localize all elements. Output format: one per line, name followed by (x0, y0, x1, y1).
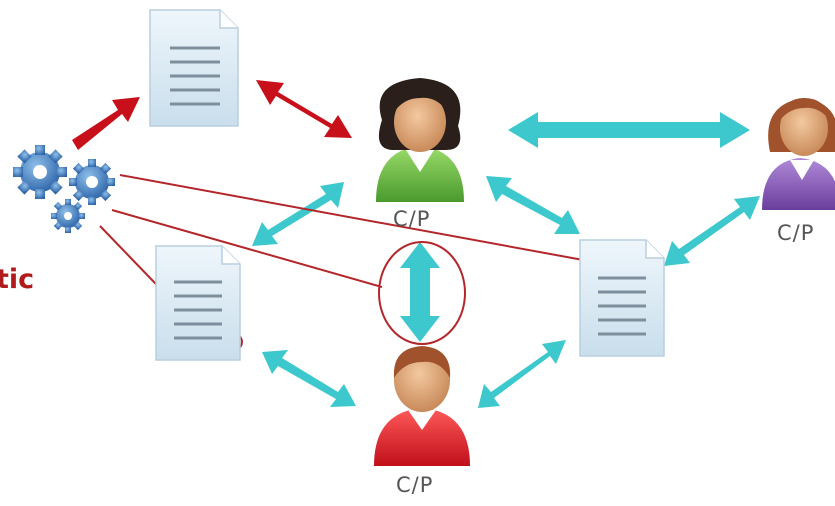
gears-icon (13, 145, 115, 233)
document-icon-left (155, 245, 241, 361)
red-arrow-doc-to-person (256, 80, 352, 138)
cp-label-top: C/P (393, 207, 431, 231)
cp-label-right: C/P (777, 221, 815, 245)
cp-label-bottom: C/P (396, 473, 434, 497)
cyan-arrow-rightdoc-to-purple (664, 196, 760, 266)
cyan-arrow-leftdoc-to-red (262, 350, 356, 407)
cyan-arrow-red-to-rightdoc (478, 340, 566, 408)
person-icon-red (374, 346, 470, 466)
person-icon-purple (762, 98, 835, 210)
cyan-arrow-horizontal-top (508, 112, 750, 148)
cyan-arrow-green-to-rightdoc (486, 176, 580, 234)
partial-label-left: tic (0, 264, 35, 295)
cyan-arrow-vertical-center (400, 242, 440, 342)
red-arrow-gears-to-doc (72, 97, 140, 150)
document-icon-right (579, 239, 665, 357)
cyan-arrow-green-to-leftdoc (252, 182, 344, 246)
person-icon-green (376, 78, 464, 202)
document-icon-top (149, 9, 239, 127)
